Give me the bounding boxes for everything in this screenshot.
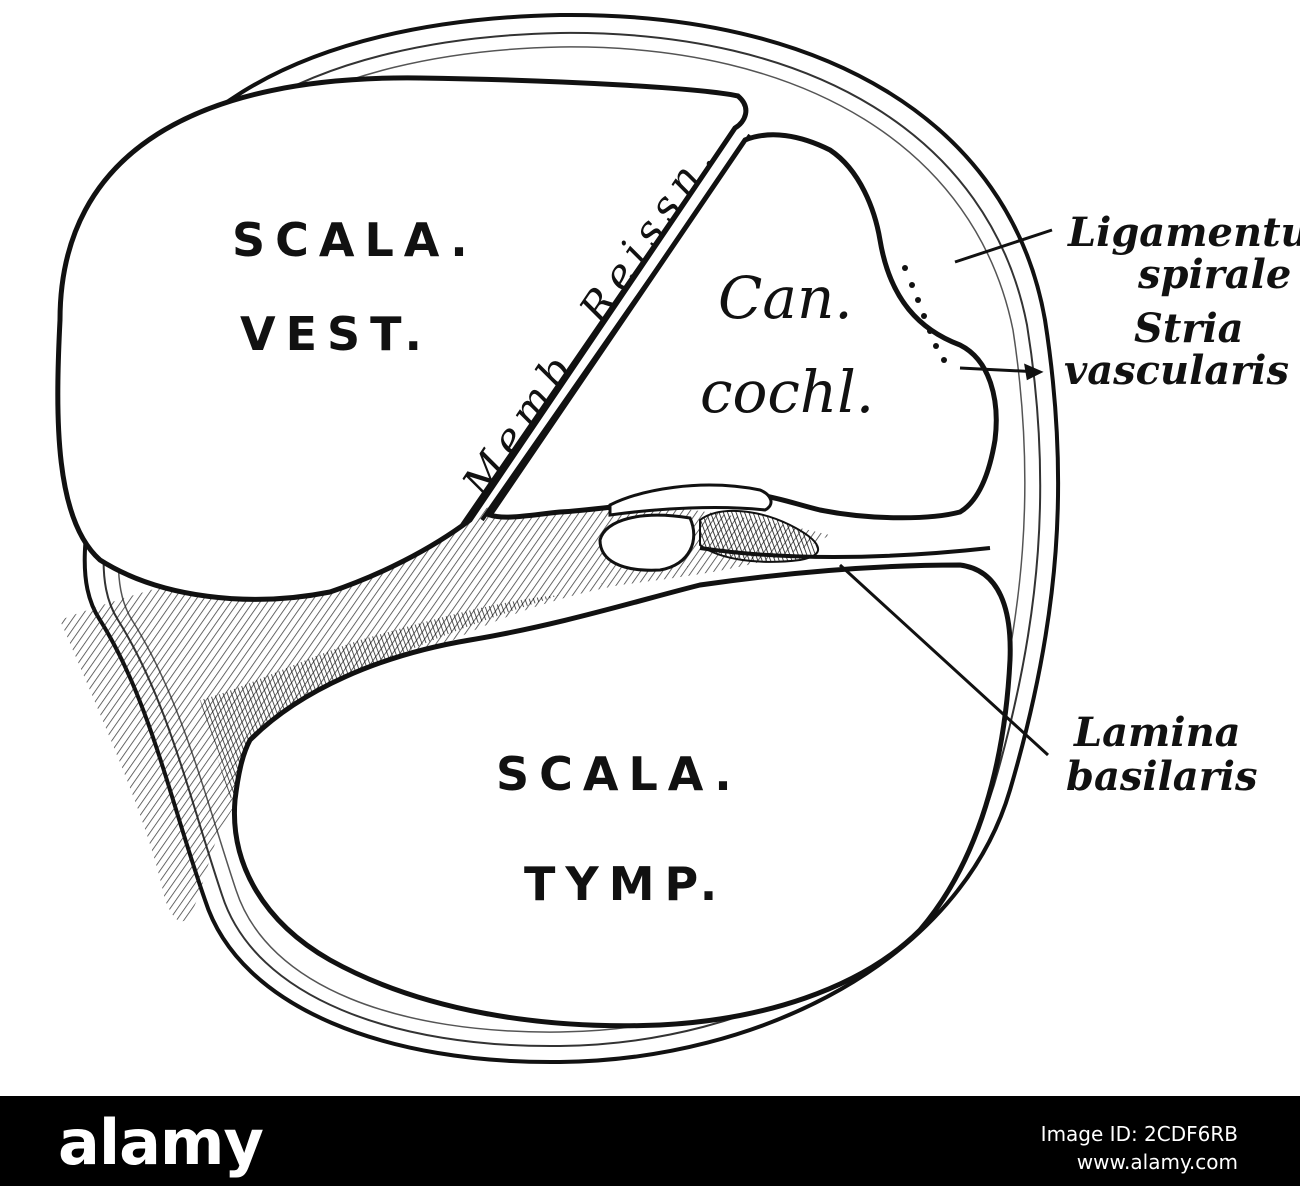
- image-id-text: Image ID: 2CDF6RB: [1040, 1122, 1238, 1146]
- watermark-footer: alamy Image ID: 2CDF6RB www.alamy.com: [0, 1096, 1300, 1186]
- scala-vestibuli-label: SCALA.: [232, 213, 478, 267]
- basilaris-label: basilaris: [1066, 753, 1258, 800]
- diagram-svg: SCALA. VEST. Can. cochl. SCALA. TYMP. Me…: [55, 12, 1300, 1065]
- stria-vascularis-dots: [902, 265, 947, 363]
- stria-label: Stria: [1134, 305, 1244, 352]
- scala-vestibuli-chamber: [55, 75, 749, 602]
- basilar-membrane: [699, 546, 991, 559]
- cochlea-cross-section-diagram: SCALA. VEST. Can. cochl. SCALA. TYMP. Me…: [55, 12, 1300, 1065]
- organ-of-corti: [598, 483, 820, 572]
- canal-cochlea-abbrev: cochl.: [700, 358, 874, 426]
- alamy-logo: alamy: [58, 1106, 264, 1179]
- ligamentum-label: Ligamentu: [1067, 209, 1300, 256]
- scala-tympani-abbrev: TYMP.: [524, 857, 727, 911]
- canal-cochlea-label: Can.: [718, 264, 853, 332]
- scala-tympani-chamber: [231, 562, 1013, 1029]
- site-url-text: www.alamy.com: [1076, 1150, 1238, 1174]
- lamina-label: Lamina: [1073, 709, 1241, 756]
- scala-vestibuli-abbrev: VEST.: [240, 307, 432, 361]
- leader-lines: [838, 228, 1053, 757]
- scala-tympani-label: SCALA.: [496, 747, 742, 801]
- spirale-label: spirale: [1137, 251, 1291, 298]
- vascularis-label: vascularis: [1064, 347, 1289, 394]
